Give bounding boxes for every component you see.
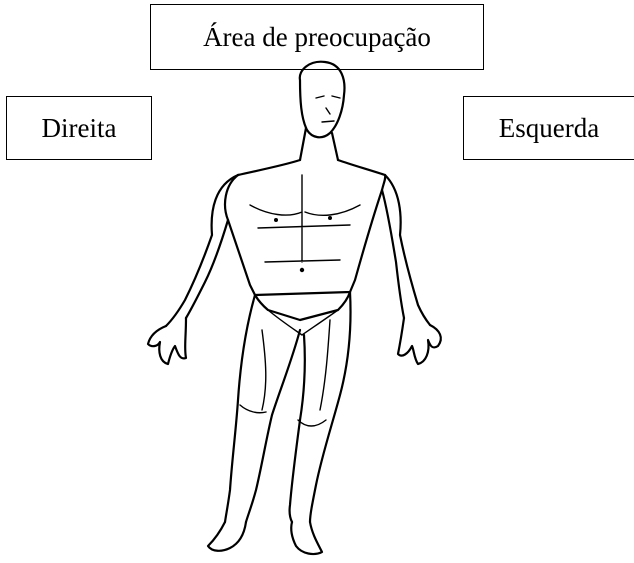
concern-area-text: Área de preocupação — [203, 21, 431, 52]
left-leg — [288, 290, 352, 524]
right-side-text: Direita — [41, 112, 117, 143]
chest-lines — [249, 174, 361, 263]
left-hand — [396, 316, 442, 366]
left-side-label: Esquerda — [463, 96, 634, 160]
head-outline — [298, 60, 346, 139]
right-side-label: Direita — [6, 96, 152, 160]
shoulder-line — [236, 158, 387, 177]
right-hand — [146, 316, 188, 366]
right-arm — [164, 173, 240, 328]
right-foot — [206, 520, 248, 552]
left-foot — [290, 520, 324, 556]
concern-area-label: Área de preocupação — [150, 4, 484, 70]
left-side-text: Esquerda — [498, 112, 600, 143]
pelvis — [253, 290, 352, 322]
left-arm — [380, 173, 432, 327]
torso-outline — [223, 173, 387, 297]
neck — [298, 126, 340, 162]
right-leg — [223, 293, 302, 524]
